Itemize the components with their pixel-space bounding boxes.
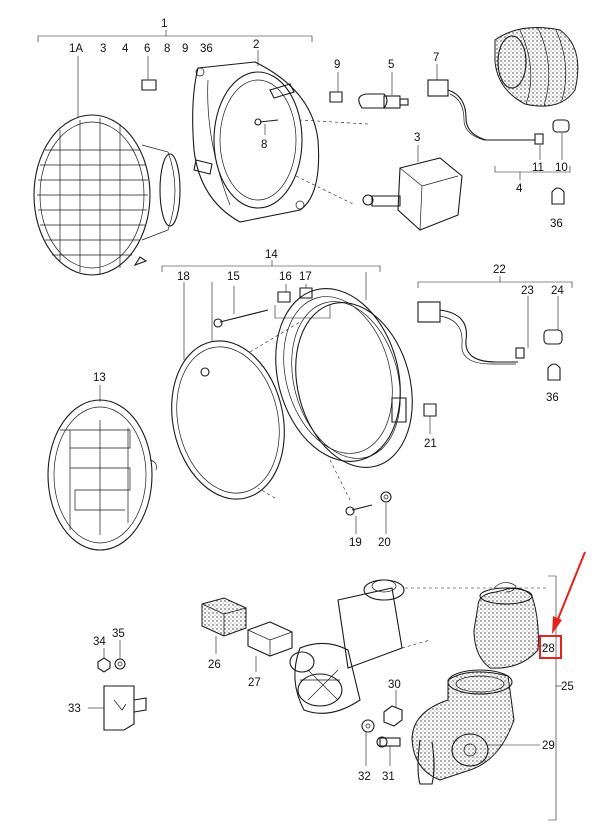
label-1a: 1A [69,43,83,55]
rubber-boot-4[interactable] [494,27,579,107]
relay-26[interactable] [201,597,247,654]
rubber-boot-28[interactable] [473,582,548,669]
screw-8-top[interactable] [254,118,279,135]
label-5: 5 [388,59,394,71]
label-19: 19 [349,537,362,549]
bracket-33[interactable] [88,685,147,731]
label-4: 4 [516,183,523,195]
nut-34[interactable] [97,648,111,673]
label-24: 24 [551,285,564,297]
label-32: 32 [358,771,371,783]
group-14-bracket [161,260,381,272]
label-3-top: 3 [100,43,106,55]
headlight-housing-2[interactable] [192,50,320,223]
label-29: 29 [542,740,555,752]
screw-15[interactable] [213,286,269,328]
label-36-right-mid: 36 [546,392,559,404]
washer-32[interactable] [361,719,375,766]
label-2: 2 [253,39,259,51]
label-36-right-top: 36 [550,218,563,230]
label-16: 16 [279,271,292,283]
label-28: 28 [542,643,555,655]
label-17: 17 [299,271,312,283]
clip-36-top[interactable] [551,187,565,205]
label-10: 10 [555,162,568,174]
retaining-ring-18[interactable] [158,282,299,510]
label-8: 8 [261,139,267,151]
label-33: 33 [68,703,81,715]
label-9: 9 [334,59,340,71]
label-36-top: 36 [200,43,213,55]
screw-31[interactable] [376,736,401,766]
clip-21[interactable] [423,403,437,434]
label-18: 18 [177,271,190,283]
label-31: 31 [382,771,395,783]
clip-36-middle[interactable] [547,363,561,381]
label-22: 22 [493,264,506,276]
label-9-top: 9 [182,43,188,55]
washer-20[interactable] [380,491,392,534]
highlight-box-28 [539,635,562,659]
label-8-top: 8 [164,43,170,55]
wiring-harness-22[interactable] [417,296,563,365]
label-34: 34 [93,636,106,648]
group-1-bracket [37,30,313,42]
label-15: 15 [227,271,240,283]
label-6: 6 [144,43,150,55]
nut-30[interactable] [383,690,403,727]
label-30: 30 [388,679,401,691]
adjuster-motor-assembly[interactable] [289,579,548,714]
connector-27[interactable] [247,621,293,672]
mounting-ring-14[interactable] [257,272,430,481]
label-14: 14 [265,249,278,261]
label-23: 23 [521,285,534,297]
motor-housing-29[interactable] [411,669,540,785]
label-3: 3 [414,132,420,144]
label-27: 27 [248,677,261,689]
highlight-arrow [552,551,586,634]
headlight-insert-1a[interactable] [33,56,181,276]
label-4-top: 4 [122,43,129,55]
bulb-5[interactable] [358,72,409,109]
connector-7[interactable] [427,64,506,141]
label-26: 26 [208,659,221,671]
group-22-bracket [417,276,573,288]
callout-labels: 1 1A 3 4 6 8 9 36 2 9 5 7 8 3 11 10 4 36… [68,18,574,783]
headlight-insert-13[interactable] [47,385,157,551]
label-21: 21 [424,438,437,450]
group-25-bracket [548,575,562,821]
washer-35[interactable] [114,640,126,670]
wire-terminals-10-11[interactable] [494,119,571,180]
label-7: 7 [433,52,439,64]
label-25: 25 [561,681,574,693]
clip-9[interactable] [329,72,343,103]
clips-16-17[interactable] [274,284,331,319]
label-1: 1 [161,18,167,30]
clip-6[interactable] [141,56,157,91]
label-20: 20 [378,537,391,549]
screw-19[interactable] [345,504,373,534]
label-35: 35 [112,628,125,640]
label-11: 11 [532,162,544,174]
label-13: 13 [93,372,106,384]
adjuster-motor-3[interactable] [362,145,463,231]
